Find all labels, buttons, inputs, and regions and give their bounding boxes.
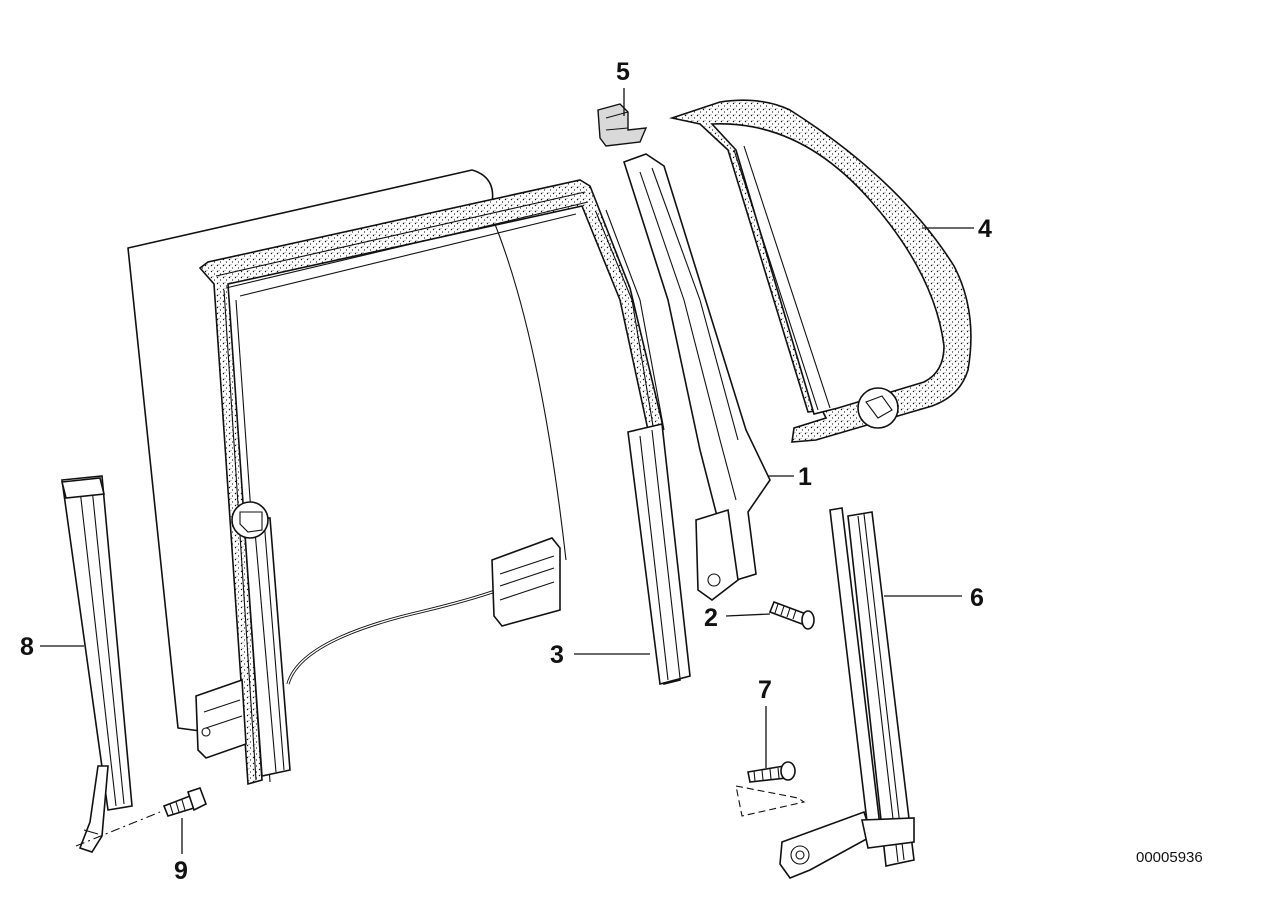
bolt-part-9 bbox=[75, 786, 208, 847]
screw-part-2 bbox=[768, 600, 815, 630]
callout-1: 1 bbox=[798, 463, 812, 491]
window-channel-frame bbox=[198, 179, 691, 786]
callout-labels: 1 2 3 4 5 6 7 8 9 00005936 bbox=[20, 58, 1203, 885]
clip-part bbox=[597, 103, 648, 147]
callout-4: 4 bbox=[978, 215, 992, 243]
rear-guide-rail bbox=[779, 507, 915, 879]
callout-5: 5 bbox=[616, 58, 630, 86]
callout-2: 2 bbox=[704, 604, 718, 632]
callout-8: 8 bbox=[20, 633, 34, 661]
screw-part-7 bbox=[735, 761, 806, 817]
callout-9: 9 bbox=[174, 857, 188, 885]
window-regulator-bracket bbox=[195, 537, 561, 759]
callout-3: 3 bbox=[550, 641, 564, 669]
leader-lines bbox=[40, 88, 974, 854]
callout-6: 6 bbox=[970, 584, 984, 612]
vent-window-seal bbox=[668, 99, 972, 443]
callout-7: 7 bbox=[758, 676, 772, 704]
document-id: 00005936 bbox=[1136, 849, 1203, 866]
pillar-trim bbox=[61, 475, 133, 853]
vent-window-guide-rail bbox=[623, 153, 771, 601]
